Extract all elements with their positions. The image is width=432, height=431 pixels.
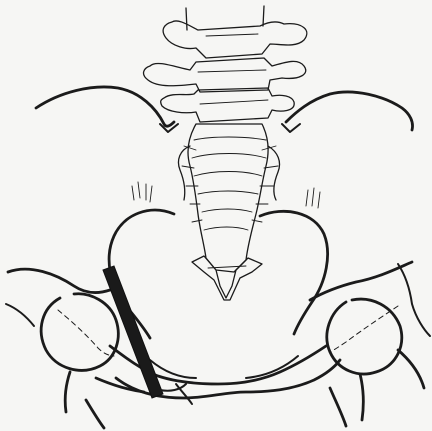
- hip-right: [310, 262, 430, 420]
- iliac-fossa-right: [260, 211, 328, 334]
- acetabular-rim-right-outer: [398, 264, 430, 336]
- sacral-ala-right: [268, 146, 280, 200]
- marker-bar-foot: [160, 384, 186, 391]
- si-fibers-left: [132, 182, 152, 202]
- vertebra-l4: [144, 58, 306, 92]
- femur-lateral-right: [398, 350, 424, 388]
- acetabular-rim-left: [8, 269, 110, 293]
- vertebra-l4-endplate: [198, 70, 266, 72]
- coccyx: [192, 256, 262, 300]
- si-notch-right: [282, 124, 300, 132]
- iliac-crest-left: [36, 87, 174, 126]
- femur-shaft-right: [360, 374, 363, 420]
- femur-shaft-left: [65, 372, 70, 412]
- spinous-line-top-left: [186, 8, 187, 30]
- sacral-line-2: [192, 154, 266, 159]
- spinous-line-top-right: [263, 6, 264, 26]
- sacral-line-6: [204, 227, 248, 230]
- ischium-right: [330, 388, 346, 426]
- si-fibers: [132, 182, 320, 208]
- sacrum: [178, 124, 279, 300]
- iliac-fossa-left: [109, 210, 174, 338]
- sacral-line-5: [202, 209, 252, 212]
- vertebra-l5-endplate: [200, 100, 268, 104]
- vertebra-l5: [161, 88, 294, 122]
- vertebra-l3: [163, 21, 307, 58]
- si-fibers-right: [306, 188, 320, 208]
- sacral-foramina-left: [182, 146, 202, 222]
- marker-bar-shape: [103, 266, 163, 398]
- sacral-line-1: [194, 137, 266, 140]
- lumbar-vertebrae: [144, 6, 307, 122]
- femoral-neck-left-dashed: [58, 310, 114, 356]
- sacral-line-4: [198, 191, 258, 194]
- femoral-head-left: [41, 294, 118, 371]
- femur-lateral-left: [6, 304, 34, 326]
- iliac-crests: [36, 87, 413, 132]
- iliac-crest-right: [286, 92, 413, 130]
- femoral-neck-right-dashed: [330, 306, 398, 352]
- ischium-left: [86, 400, 104, 428]
- sacrum-outline: [188, 124, 268, 272]
- sacral-line-3: [194, 172, 262, 177]
- pelvic-brim: [109, 210, 327, 338]
- vertebra-l3-endplate: [206, 34, 258, 36]
